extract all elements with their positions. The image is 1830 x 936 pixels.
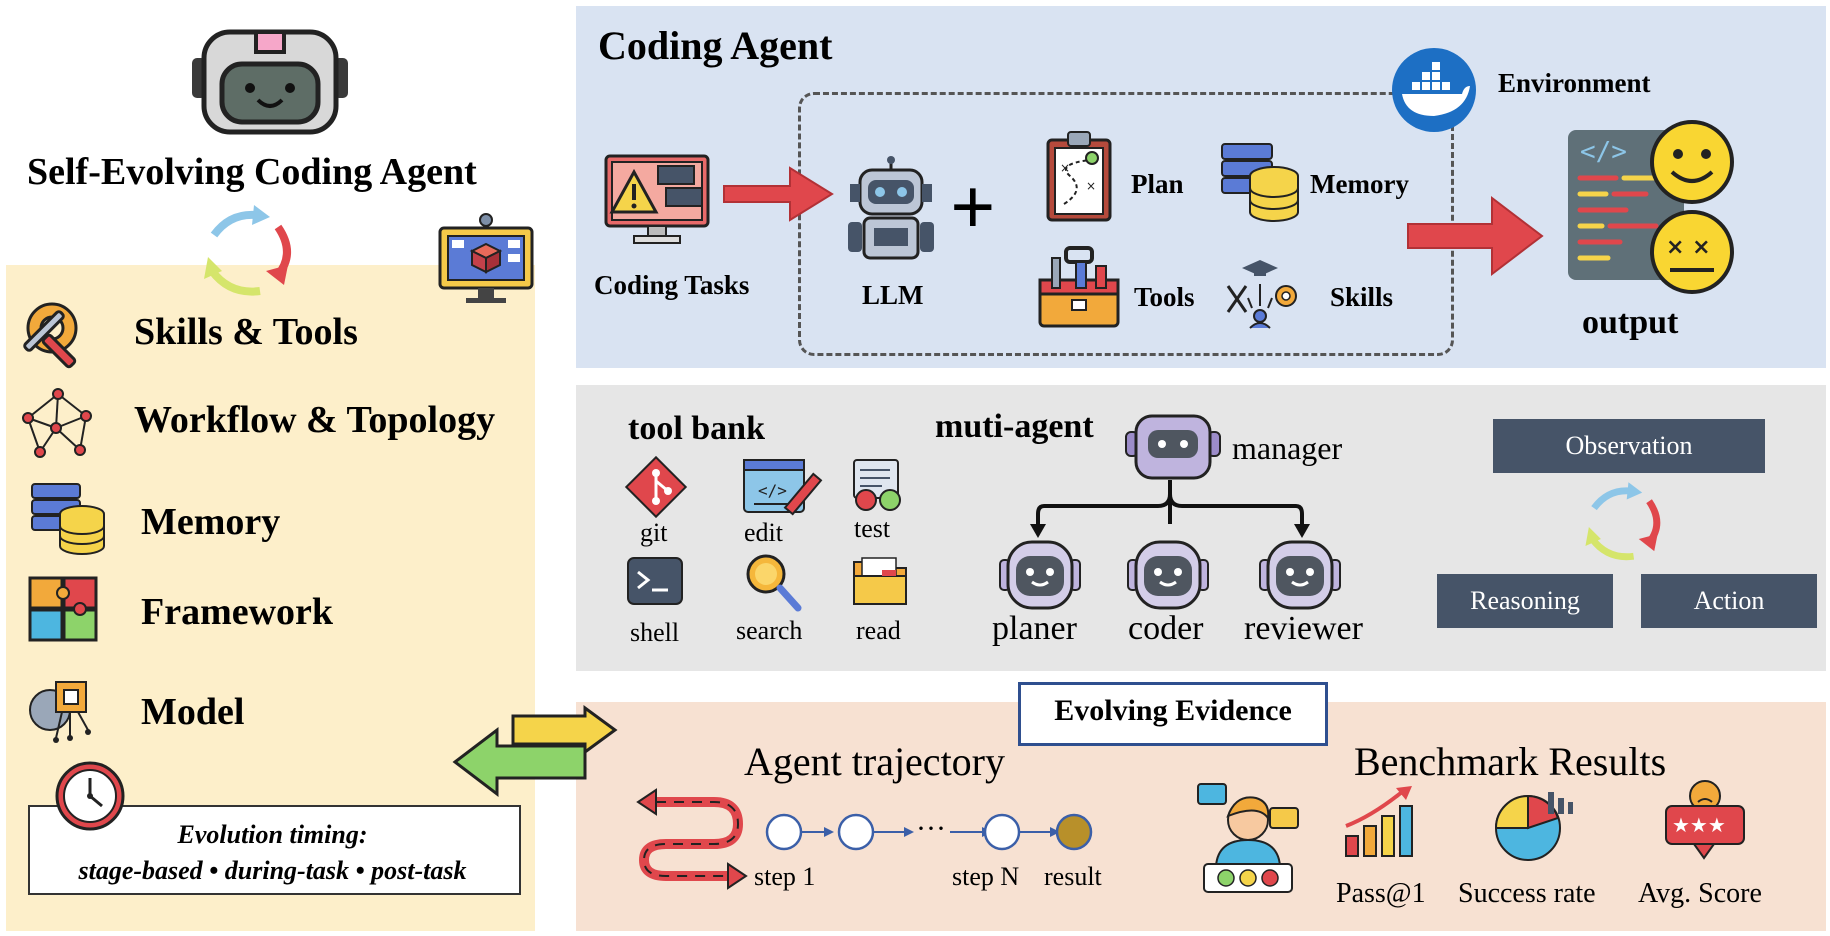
llm-label: LLM	[862, 280, 924, 310]
coder-robot-icon	[1127, 540, 1209, 610]
bar-growth-icon	[1345, 786, 1413, 857]
tool-search-label: search	[736, 616, 803, 645]
memory-label: Memory	[1310, 169, 1409, 199]
metric-success-label: Success rate	[1458, 878, 1596, 909]
planer-robot-icon	[999, 540, 1081, 610]
tool-shell-label: shell	[630, 618, 680, 647]
reviewer-robot-icon	[1259, 540, 1341, 610]
item-framework: Framework	[141, 591, 334, 633]
benchmark-title: Benchmark Results	[1354, 739, 1667, 784]
svg-text:× ×: × ×	[1666, 235, 1711, 260]
item-model: Model	[141, 691, 245, 733]
tool-bank-title: tool bank	[628, 410, 765, 447]
item-memory: Memory	[141, 501, 281, 543]
item-workflow-topology: Workflow & Topology	[134, 399, 496, 441]
step-first-label: step 1	[754, 862, 816, 891]
puzzle-icon	[28, 576, 98, 642]
reasoning-box: Reasoning	[1437, 574, 1613, 628]
tool-read-label: read	[856, 616, 901, 645]
timing-values: stage-based • during-task • post-task	[78, 856, 467, 885]
shell-icon	[627, 557, 683, 605]
robot-head-icon	[192, 29, 348, 135]
git-icon	[624, 455, 688, 519]
llm-robot-icon	[848, 156, 934, 260]
trajectory-ellipsis: ···	[916, 812, 946, 845]
left-title: Self-Evolving Coding Agent	[27, 151, 477, 193]
planer-label: planer	[992, 610, 1077, 647]
skills-label: Skills	[1330, 282, 1394, 312]
svg-text:</>: </>	[1580, 137, 1627, 167]
tools-label: Tools	[1134, 282, 1195, 312]
test-icon	[853, 459, 901, 511]
reviewer-label: reviewer	[1244, 610, 1363, 647]
clock-icon	[55, 761, 125, 831]
manager-robot-icon	[1125, 414, 1221, 480]
brain-chip-icon	[29, 681, 91, 743]
coding-agent-title: Coding Agent	[598, 23, 833, 68]
evolving-evidence-box	[1018, 682, 1328, 746]
evaluator-person-icon	[1197, 783, 1299, 893]
metric-pass-label: Pass@1	[1336, 878, 1426, 909]
code-output-icon: </> × ×	[1568, 120, 1734, 294]
evolution-cycle-icon	[204, 205, 291, 296]
search-icon	[746, 554, 802, 612]
trajectory-path-icon	[636, 788, 748, 890]
manager-tree-arrows	[1030, 480, 1310, 538]
red-arrow-to-llm	[723, 166, 834, 222]
folder-read-icon	[853, 557, 907, 605]
plus-sign: +	[950, 164, 996, 252]
timing-title: Evolution timing:	[177, 820, 368, 849]
trajectory-title: Agent trajectory	[744, 739, 1005, 784]
item-skills-tools: Skills & Tools	[134, 311, 358, 353]
svg-text:×: ×	[1086, 179, 1096, 193]
svg-text:★★★: ★★★	[1672, 813, 1726, 837]
tool-test-label: test	[854, 514, 891, 543]
network-graph-icon	[22, 388, 92, 458]
database-icon	[31, 483, 105, 555]
gear-wrench-icon	[23, 302, 78, 369]
manager-label: manager	[1232, 430, 1343, 466]
warning-monitor-icon	[604, 154, 710, 244]
observation-box: Observation	[1493, 419, 1765, 473]
pie-chart-icon	[1494, 792, 1573, 861]
monitor-cube-icon	[438, 213, 534, 303]
skills-icon	[1226, 260, 1297, 329]
environment-label: Environment	[1498, 68, 1651, 98]
step-last-label: step N	[952, 862, 1020, 891]
svg-text:×: ×	[1060, 161, 1070, 175]
docker-whale-icon	[1392, 48, 1476, 132]
orа-cycle-icon	[1585, 482, 1661, 561]
memory-database-icon	[1221, 143, 1299, 222]
multi-agent-title: muti-agent	[935, 408, 1094, 445]
edit-code-icon: </>	[743, 459, 823, 516]
trajectory-steps	[765, 813, 1093, 851]
toolbox-icon	[1038, 246, 1120, 328]
plan-label: Plan	[1131, 169, 1184, 199]
svg-text:</>: </>	[758, 481, 787, 500]
tool-git-label: git	[640, 518, 668, 547]
metric-score-label: Avg. Score	[1638, 878, 1762, 909]
red-arrow-to-output	[1407, 195, 1544, 277]
plan-clipboard-icon: × ×	[1046, 131, 1112, 222]
coder-label: coder	[1128, 610, 1204, 647]
output-label: output	[1582, 304, 1679, 341]
tool-edit-label: edit	[744, 518, 783, 547]
action-box: Action	[1641, 574, 1817, 628]
coding-tasks-label: Coding Tasks	[594, 270, 750, 300]
rating-icon: ★★★	[1665, 780, 1745, 860]
result-label: result	[1044, 862, 1102, 891]
evolving-evidence-title: Evolving Evidence	[1054, 694, 1292, 727]
bidirectional-arrow	[452, 705, 618, 798]
